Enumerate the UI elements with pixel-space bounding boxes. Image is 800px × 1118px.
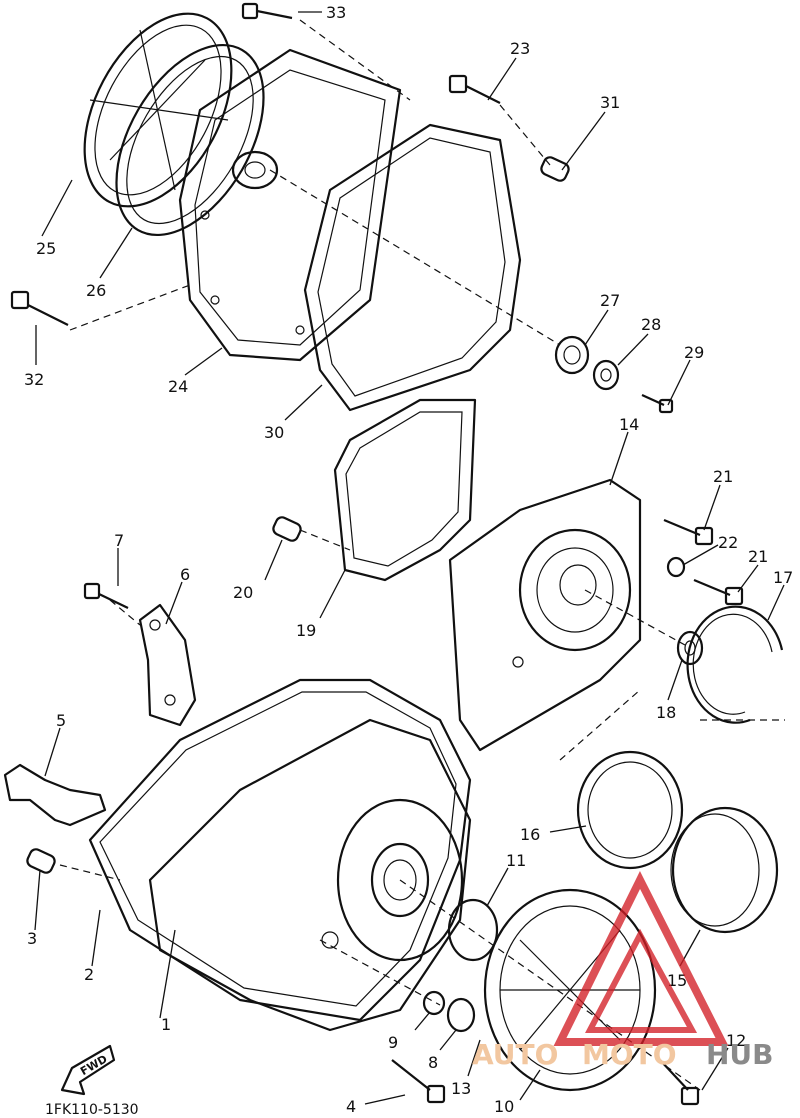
part-2-gasket [88, 678, 472, 1022]
part-23-bolt [448, 74, 501, 104]
callout-12: 12 [726, 1031, 746, 1050]
part-26-gasket [115, 43, 265, 237]
part-21b-bolt [693, 578, 744, 606]
callout-32: 32 [24, 370, 44, 389]
callout-27: 27 [600, 291, 620, 310]
callout-24: 24 [168, 377, 188, 396]
leader-lines [34, 11, 785, 1105]
part-8-plug [446, 997, 476, 1033]
callout-6: 6 [180, 565, 190, 584]
part-1-crankcase-cover [148, 718, 472, 1032]
alignment-lines [59, 19, 785, 1091]
callout-29: 29 [684, 343, 704, 362]
part-3-dowel [26, 848, 56, 874]
callout-7: 7 [114, 531, 124, 550]
part-5-bracket [3, 763, 107, 827]
part-4-bolt [391, 1059, 446, 1104]
callout-21-lower: 21 [748, 547, 768, 566]
callout-31: 31 [600, 93, 620, 112]
part-11-o-ring [447, 898, 499, 962]
callout-5: 5 [56, 711, 66, 730]
callout-21-upper: 21 [713, 467, 733, 486]
part-18-washer [676, 630, 704, 666]
automotohub-watermark: AUTO MOTO HUB [472, 871, 774, 1071]
callout-4: 4 [346, 1097, 356, 1116]
part-24-crankcase-cover [178, 48, 402, 362]
callout-14: 14 [619, 415, 639, 434]
watermark-hub: HUB [706, 1038, 774, 1071]
part-17-circlip [686, 605, 784, 724]
callout-16: 16 [520, 825, 540, 844]
callout-11: 11 [506, 851, 526, 870]
drawing-code: 1FK110-5130 [45, 1102, 139, 1118]
part-22-washer [666, 556, 686, 578]
part-12-bolt [659, 1059, 700, 1106]
forward-arrow: FWD [60, 1044, 116, 1096]
callout-17: 17 [773, 568, 793, 587]
part-9-o-ring [422, 990, 446, 1016]
callout-19: 19 [296, 621, 316, 640]
part-7-bolt [83, 582, 129, 609]
part-25-cover-plate [83, 12, 233, 208]
callout-1: 1 [161, 1015, 171, 1034]
callout-labels: 33 23 31 25 26 32 24 30 27 28 29 14 21 2… [24, 3, 793, 1116]
watermark-auto: AUTO [472, 1038, 558, 1071]
callout-8: 8 [428, 1053, 438, 1072]
part-33-bolt [241, 2, 293, 20]
callout-26: 26 [86, 281, 106, 300]
part-28-washer [592, 359, 620, 391]
callout-25: 25 [36, 239, 56, 258]
callout-9: 9 [388, 1033, 398, 1052]
part-27-collar [554, 335, 590, 375]
part-16-ring [576, 750, 684, 870]
callout-28: 28 [641, 315, 661, 334]
part-15-cover [670, 806, 779, 934]
part-31-dowel [540, 156, 570, 182]
part-30-cover-gasket [303, 123, 522, 412]
callout-22: 22 [718, 533, 738, 552]
part-6-bracket [138, 603, 197, 727]
callout-2: 2 [84, 965, 94, 984]
part-32-bolt [10, 290, 69, 326]
callout-15: 15 [667, 971, 687, 990]
callout-18: 18 [656, 703, 676, 722]
part-21a-bolt [663, 518, 714, 546]
part-14-inner-cover [448, 478, 642, 752]
callout-13: 13 [451, 1079, 471, 1098]
part-29-bolt [641, 393, 674, 414]
callout-33: 33 [326, 3, 346, 22]
callout-3: 3 [27, 929, 37, 948]
callout-10: 10 [494, 1097, 514, 1116]
callout-30: 30 [264, 423, 284, 442]
watermark-moto: MOTO [582, 1038, 677, 1071]
part-19-gasket [333, 398, 477, 582]
callout-23: 23 [510, 39, 530, 58]
callout-20: 20 [233, 583, 253, 602]
part-20-dowel [272, 516, 302, 542]
